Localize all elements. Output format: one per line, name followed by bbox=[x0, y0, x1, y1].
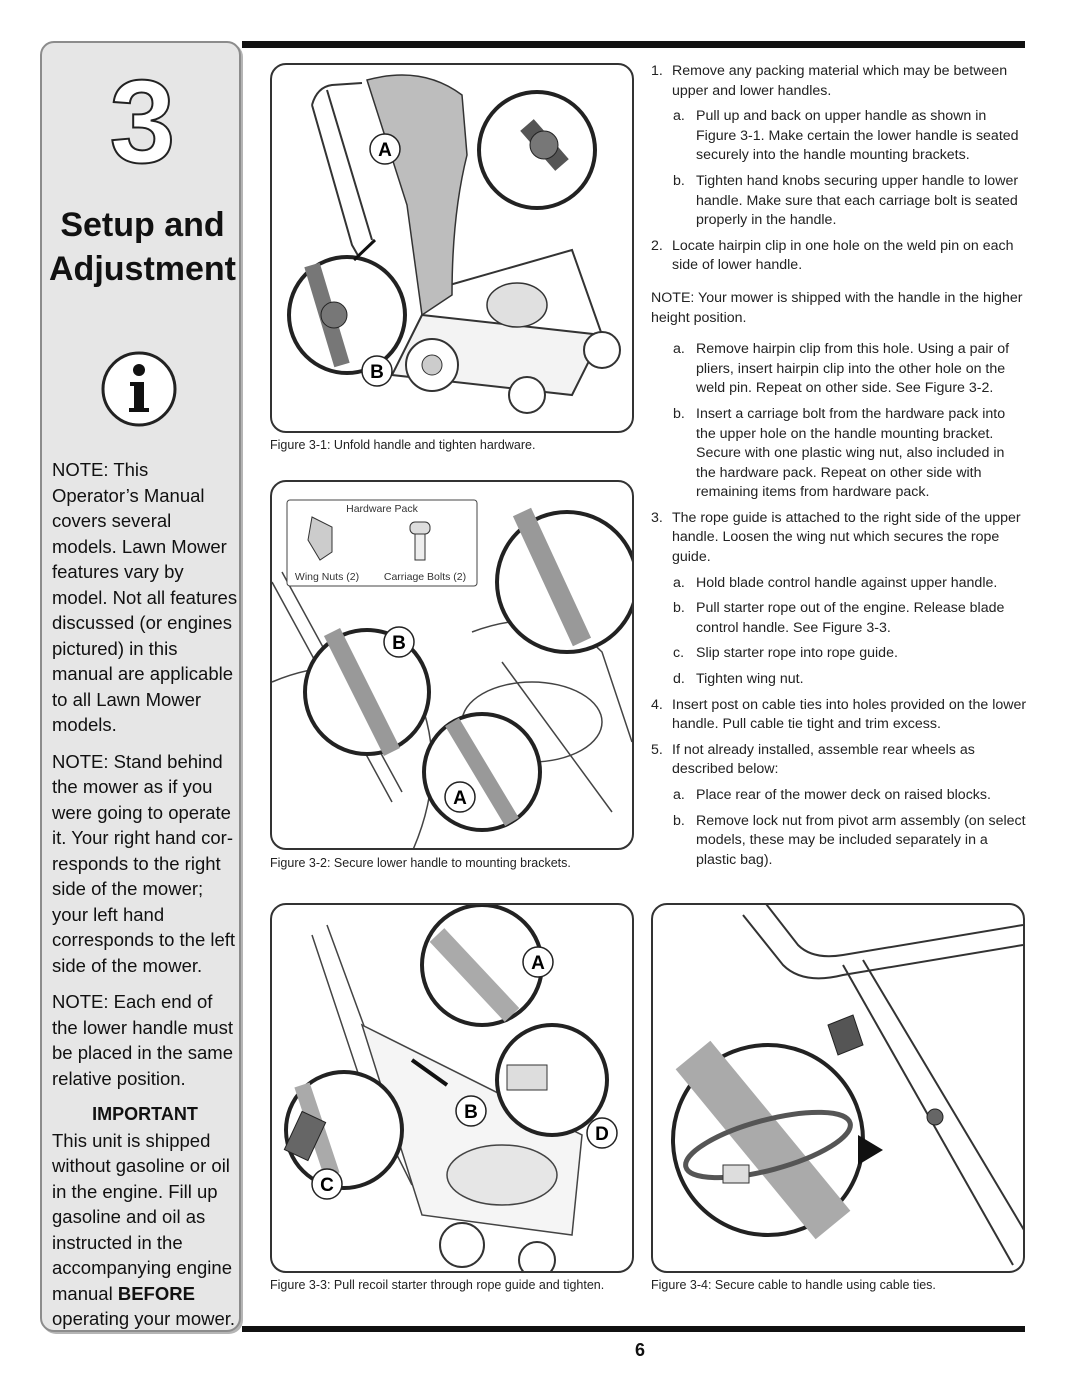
step-1a-text: Pull up and back on upper handle as show… bbox=[696, 108, 1019, 164]
figure-3-4-caption: Figure 3-4: Secure cable to handle using… bbox=[651, 1278, 936, 1292]
step-3a-text: Hold blade control handle against upper … bbox=[696, 574, 998, 591]
step-2a-text: Remove hairpin clip from this hole. Usin… bbox=[696, 341, 1010, 397]
step-5-number: 5. bbox=[651, 741, 663, 758]
figure-3-3-illustration: A B C D bbox=[283, 905, 618, 1271]
step-4-number: 4. bbox=[651, 696, 663, 713]
figure-3-3-callout-d: D bbox=[595, 1124, 609, 1145]
step-1a: a. Pull up and back on upper handle as sh… bbox=[651, 107, 1027, 166]
sidebar-note-orientation: NOTE: Stand behind the mower as if you w… bbox=[52, 750, 236, 976]
step-3d-letter: d. bbox=[673, 671, 685, 688]
step-1b-letter: b. bbox=[673, 172, 685, 189]
figure-3-3-callout-b: B bbox=[464, 1102, 478, 1123]
step-1b-text: Tighten hand knobs securing upper handle… bbox=[696, 172, 1019, 229]
step-1b: b. Tighten hand knobs securing upper hand… bbox=[651, 172, 1027, 231]
top-rule bbox=[242, 41, 1025, 48]
step-1a-letter: a. bbox=[673, 108, 685, 125]
step-2b-text: Insert a carriage bolt from the hardware… bbox=[696, 405, 1006, 501]
step-3-text: The rope guide is attached to the right … bbox=[672, 509, 1021, 566]
important-body: This unit is shipped without gasoline or… bbox=[52, 1129, 232, 1304]
hardware-pack-title: Hardware Pack bbox=[346, 503, 419, 515]
important-text: This unit is shipped without gasoline or… bbox=[52, 1128, 238, 1332]
step-3b-letter: b. bbox=[673, 600, 685, 617]
step-3c-text: Slip starter rope into rope guide. bbox=[696, 645, 898, 662]
step-3b-text: Pull starter rope out of the engine. Rel… bbox=[696, 600, 1005, 636]
sidebar-note-handle: NOTE: Each end of the lower handle must … bbox=[52, 991, 234, 1089]
step-3a-letter: a. bbox=[673, 574, 685, 591]
figure-3-2-callout-a: A bbox=[453, 788, 467, 809]
wing-nuts-label: Wing Nuts (2) bbox=[295, 571, 359, 583]
figure-3-1: A B bbox=[270, 63, 634, 433]
figure-3-2-illustration: Hardware Pack Wing Nuts (2) Carriage Bol… bbox=[272, 499, 632, 848]
chapter-sidebar: 3 Setup and Adjustment NOTE: This Operat… bbox=[40, 41, 241, 1332]
figure-3-3-callout-a: A bbox=[531, 953, 545, 974]
chapter-title-line2: Adjustment bbox=[49, 250, 236, 288]
step-3c: c. Slip starter rope into rope guide. bbox=[651, 644, 1027, 664]
carriage-bolts-label: Carriage Bolts (2) bbox=[384, 571, 466, 583]
page-number: 6 bbox=[634, 1340, 645, 1360]
step-3d: d. Tighten wing nut. bbox=[651, 670, 1027, 690]
step-3: 3. The rope guide is attached to the righ… bbox=[651, 509, 1027, 568]
handle-height-note: NOTE: Your mower is shipped with the han… bbox=[651, 289, 1023, 326]
step-2a-letter: a. bbox=[673, 341, 685, 358]
figure-3-4 bbox=[651, 903, 1025, 1273]
bottom-rule bbox=[242, 1326, 1025, 1332]
step-3-number: 3. bbox=[651, 509, 663, 526]
step-2-number: 2. bbox=[651, 237, 663, 254]
sidebar-note-models: NOTE: This Operator’s Manual covers seve… bbox=[52, 459, 238, 735]
step-2-text: Locate hairpin clip in one hole on the w… bbox=[672, 237, 1014, 274]
sidebar-notes: NOTE: This Operator’s Manual covers seve… bbox=[52, 457, 238, 1332]
figure-3-1-callout-a: A bbox=[378, 140, 392, 161]
figure-3-1-caption: Figure 3-1: Unfold handle and tighten ha… bbox=[270, 438, 536, 452]
chapter-title-line1: Setup and bbox=[60, 206, 225, 244]
instructions: 1. Remove any packing material which may … bbox=[651, 62, 1027, 876]
step-4-text: Insert post on cable ties into holes pro… bbox=[672, 696, 1027, 733]
chapter-number: 3 bbox=[109, 56, 177, 188]
important-heading: IMPORTANT bbox=[92, 1104, 198, 1124]
important-tail: operating your mower. bbox=[52, 1308, 236, 1329]
figure-3-2-callout-b: B bbox=[392, 633, 406, 654]
step-1-number: 1. bbox=[651, 63, 663, 79]
figure-3-3-callout-c: C bbox=[320, 1175, 334, 1196]
figure-3-3-caption: Figure 3-3: Pull recoil starter through … bbox=[270, 1278, 605, 1292]
step-2b-letter: b. bbox=[673, 405, 685, 422]
figure-3-2-caption: Figure 3-2: Secure lower handle to mount… bbox=[270, 856, 571, 870]
info-icon bbox=[101, 351, 177, 427]
figure-3-2: Hardware Pack Wing Nuts (2) Carriage Bol… bbox=[270, 480, 634, 850]
step-3b: b. Pull starter rope out of the engine. R… bbox=[651, 599, 1027, 638]
step-5a: a. Place rear of the mower deck on raised… bbox=[651, 786, 1027, 806]
step-5b-letter: b. bbox=[673, 812, 685, 829]
figure-3-3: A B C D bbox=[270, 903, 634, 1273]
figure-3-4-illustration bbox=[671, 905, 1023, 1266]
step-5-text: If not already installed, assemble rear … bbox=[672, 741, 975, 778]
step-2b: b. Insert a carriage bolt from the hardwa… bbox=[651, 405, 1027, 503]
step-1-text: Remove any packing material which may be… bbox=[672, 63, 1008, 99]
step-5a-letter: a. bbox=[673, 787, 685, 803]
step-5b: b. Remove lock nut from pivot arm assembl… bbox=[651, 812, 1027, 871]
step-3d-text: Tighten wing nut. bbox=[696, 671, 804, 688]
step-5b-text: Remove lock nut from pivot arm assembly … bbox=[696, 812, 1026, 868]
figure-3-1-illustration: A B bbox=[287, 74, 621, 414]
important-before: BEFORE bbox=[117, 1282, 195, 1304]
figure-3-1-callout-b: B bbox=[370, 362, 384, 383]
chapter-title: Setup and Adjustment bbox=[42, 203, 243, 291]
step-3c-letter: c. bbox=[673, 645, 685, 662]
step-1: 1. Remove any packing material which may … bbox=[651, 62, 1027, 101]
step-5a-text: Place rear of the mower deck on raised b… bbox=[696, 787, 991, 803]
step-5: 5. If not already installed, assemble rea… bbox=[651, 741, 1027, 780]
step-3a: a. Hold blade control handle against uppe… bbox=[651, 574, 1027, 594]
step-2a: a. Remove hairpin clip from this hole. Us… bbox=[651, 340, 1027, 399]
step-4: 4. Insert post on cable ties into holes p… bbox=[651, 696, 1027, 735]
step-2: 2. Locate hairpin clip in one hole on the… bbox=[651, 237, 1027, 276]
